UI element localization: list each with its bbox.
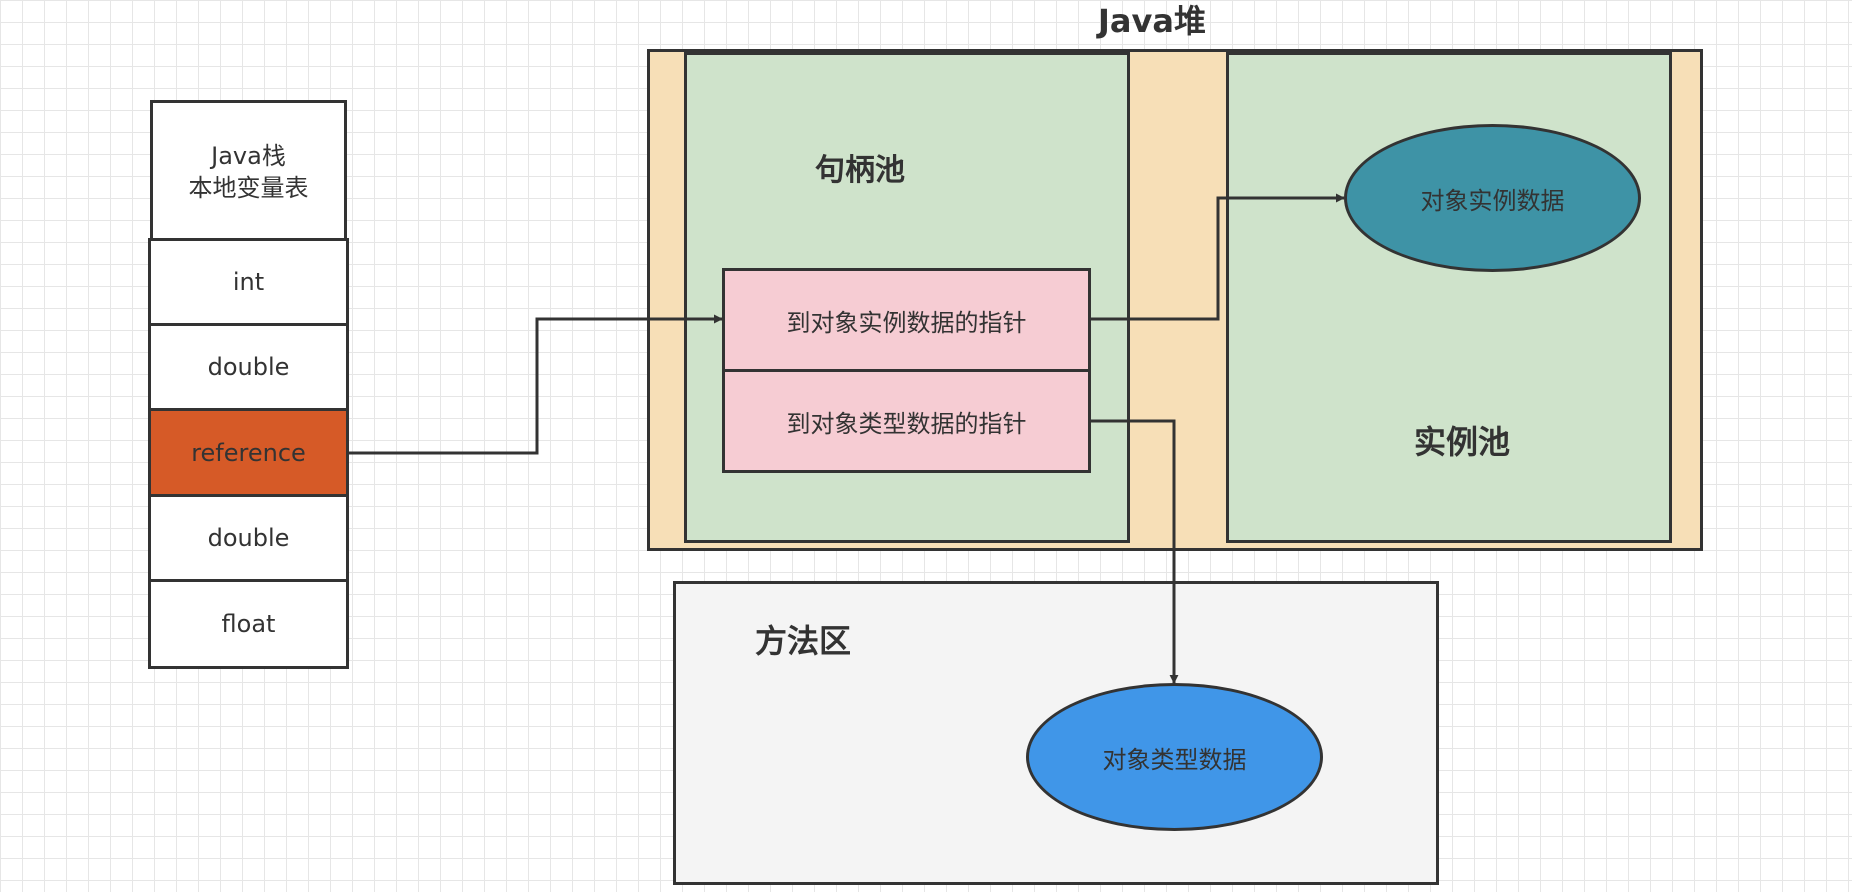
stack-header-line2: 本地变量表: [188, 173, 309, 202]
stack-slot-double: double: [148, 323, 349, 411]
type-data-ellipse: 对象类型数据: [1026, 683, 1323, 831]
stack-slot-float: float: [148, 579, 349, 669]
method-area-title: 方法区: [755, 622, 852, 660]
handle-pool-title: 句柄池: [815, 153, 905, 188]
stack-slot-int: int: [148, 238, 349, 326]
heap-title: Java堆: [1098, 2, 1206, 40]
stack-slot-reference: reference: [148, 408, 349, 497]
instance-pointer-cell: 到对象实例数据的指针: [722, 268, 1091, 372]
instance-pool: [1226, 52, 1672, 543]
instance-pool-title: 实例池: [1414, 423, 1511, 461]
type-pointer-cell: 到对象类型数据的指针: [722, 369, 1091, 473]
stack-slot-double-2: double: [148, 494, 349, 582]
stack-header: Java栈 本地变量表: [150, 100, 347, 243]
instance-data-ellipse: 对象实例数据: [1344, 124, 1641, 272]
stack-header-line1: Java栈: [211, 141, 286, 170]
